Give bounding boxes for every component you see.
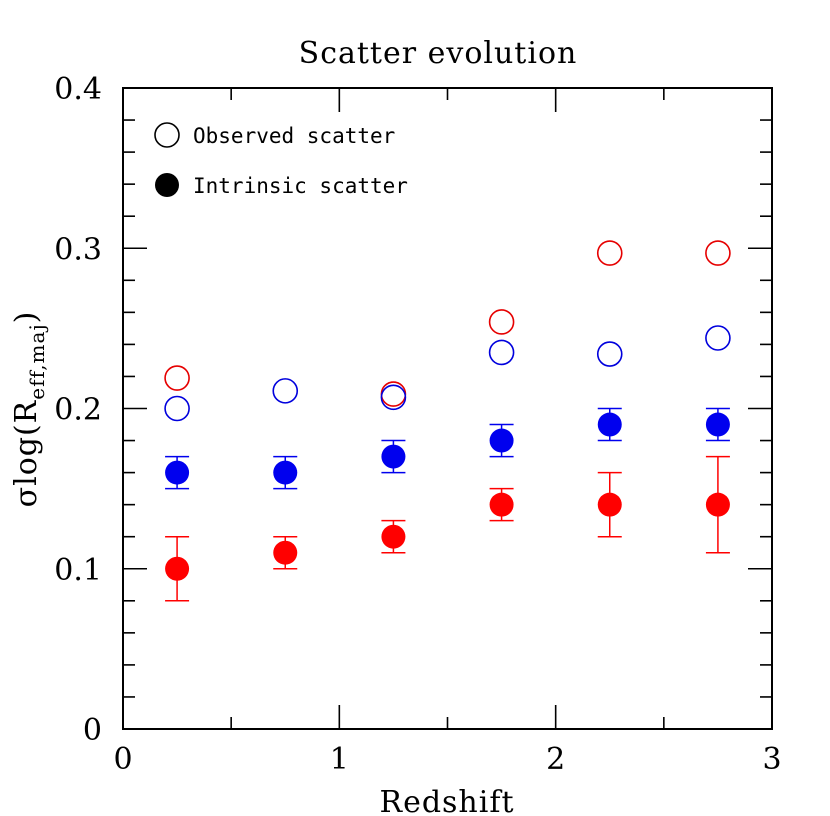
y-axis-title-subscript: eff,maj [25,323,49,399]
legend-marker-observed [154,122,180,148]
intrinsic-scatter-point [273,460,298,485]
axis-ticks [122,87,773,730]
intrinsic-scatter-point [705,492,730,517]
y-tick-label: 0.3 [54,232,102,267]
data-marks [164,240,731,602]
observed-scatter-point [164,365,190,391]
intrinsic-scatter-point [597,492,622,517]
intrinsic-scatter-point [489,492,514,517]
y-axis-title: σlog(Reff,maj) [9,311,49,508]
observed-scatter-point [488,339,515,366]
y-tick-label: 0.1 [54,553,102,588]
axis-tick-labels: 0 1 2 3 0 0.1 0.2 0.3 0.4 [54,72,781,777]
y-tick-label: 0.4 [54,72,102,107]
observed-scatter-point [705,240,731,266]
legend-label-observed: Observed scatter [193,124,395,148]
legend: Observed scatter Intrinsic scatter [154,122,408,198]
y-tick-label: 0.2 [54,393,102,428]
observed-scatter-point [596,341,623,367]
y-axis-title-suffix: ) [9,311,44,324]
y-axis-title-prefix: σlog(R [9,399,44,507]
x-axis-title: Redshift [379,785,514,816]
observed-scatter-point [705,325,731,351]
x-tick-label: 3 [762,742,781,777]
x-tick-label: 2 [546,742,565,777]
observed-scatter-point [488,309,515,335]
intrinsic-scatter-point [273,540,298,565]
intrinsic-scatter-point [381,524,406,549]
chart-title: Scatter evolution [299,36,578,71]
x-tick-label: 1 [330,742,349,777]
intrinsic-scatter-point [381,444,406,469]
x-tick-label: 0 [113,742,132,777]
observed-scatter-point [380,384,407,411]
legend-marker-intrinsic [155,173,179,197]
intrinsic-scatter-point [705,412,730,437]
y-tick-label: 0 [83,713,102,748]
observed-scatter-point [272,378,299,404]
intrinsic-scatter-point [489,428,514,453]
intrinsic-scatter-point [597,412,622,437]
intrinsic-scatter-point [165,460,190,485]
legend-label-intrinsic: Intrinsic scatter [193,174,408,198]
observed-scatter-point [164,395,190,422]
observed-scatter-point [596,240,623,266]
intrinsic-scatter-point [165,556,190,581]
